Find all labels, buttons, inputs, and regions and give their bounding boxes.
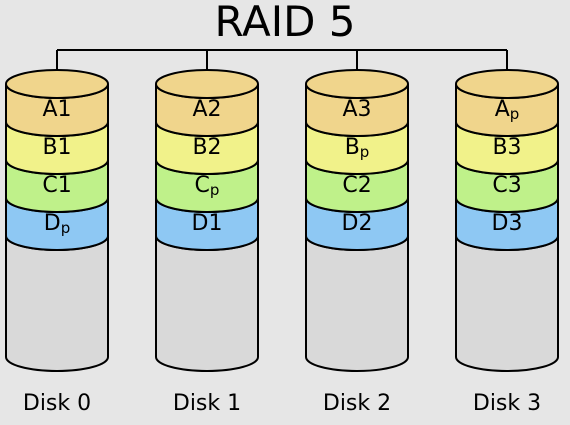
block-label-cp: Cp: [195, 173, 220, 199]
block-label-d1: D1: [192, 211, 223, 236]
disk-top-cap: [5, 69, 109, 99]
disk-empty-space: [455, 235, 559, 372]
disk-top-cap: [305, 69, 409, 99]
block-label-c3: C3: [492, 173, 521, 198]
disk-top-cap: [155, 69, 259, 99]
disk-top-cap: [455, 69, 559, 99]
block-label-b1: B1: [42, 135, 71, 160]
disk-label: Disk 3: [473, 391, 541, 416]
block-label-d3: D3: [492, 211, 523, 236]
block-label-ap: Ap: [495, 97, 520, 123]
block-label-a3: A3: [342, 97, 371, 122]
block-label-c2: C2: [342, 173, 371, 198]
disk-empty-space: [5, 235, 109, 372]
disk-label: Disk 0: [23, 391, 91, 416]
block-label-bp: Bp: [345, 135, 370, 161]
disk-label: Disk 2: [323, 391, 391, 416]
disk-empty-space: [305, 235, 409, 372]
block-label-d2: D2: [342, 211, 373, 236]
disk-label: Disk 1: [173, 391, 241, 416]
connector-lines: [56, 49, 508, 84]
diagram-title: RAID 5: [214, 0, 355, 46]
block-label-dp: Dp: [44, 211, 70, 237]
block-label-a1: A1: [42, 97, 71, 122]
block-label-c1: C1: [42, 173, 71, 198]
block-label-b3: B3: [492, 135, 521, 160]
block-label-a2: A2: [192, 97, 221, 122]
disk-empty-space: [155, 235, 259, 372]
block-label-b2: B2: [192, 135, 221, 160]
